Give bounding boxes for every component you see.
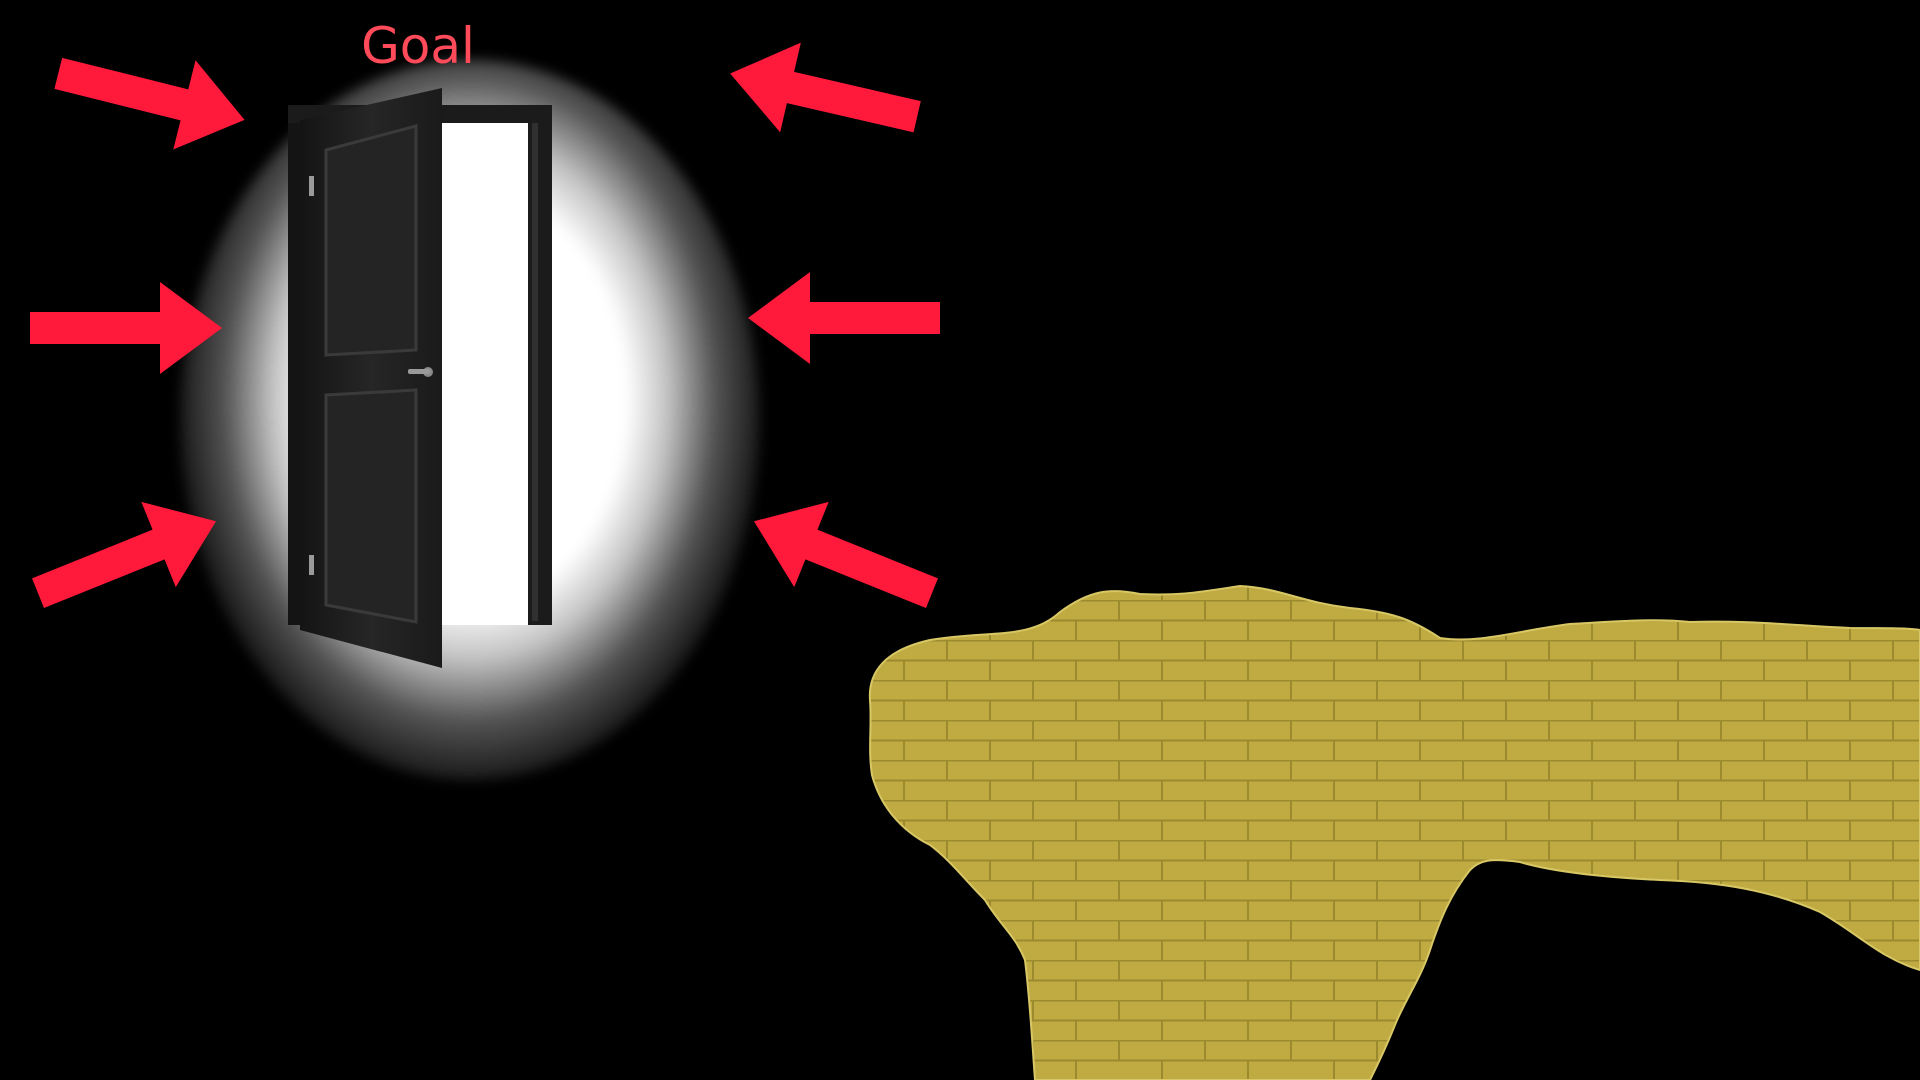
arrow-icon	[753, 501, 938, 609]
arrow-icon	[730, 42, 921, 133]
goal-label: Goal	[361, 17, 475, 75]
brick-wall-icon	[868, 584, 1920, 1080]
door-icon	[288, 88, 552, 668]
arrow-icon	[30, 282, 222, 374]
arrow-icon	[748, 272, 940, 364]
arrow-icon	[32, 501, 217, 609]
arrows-group	[30, 42, 940, 609]
arrow-icon	[54, 57, 245, 150]
